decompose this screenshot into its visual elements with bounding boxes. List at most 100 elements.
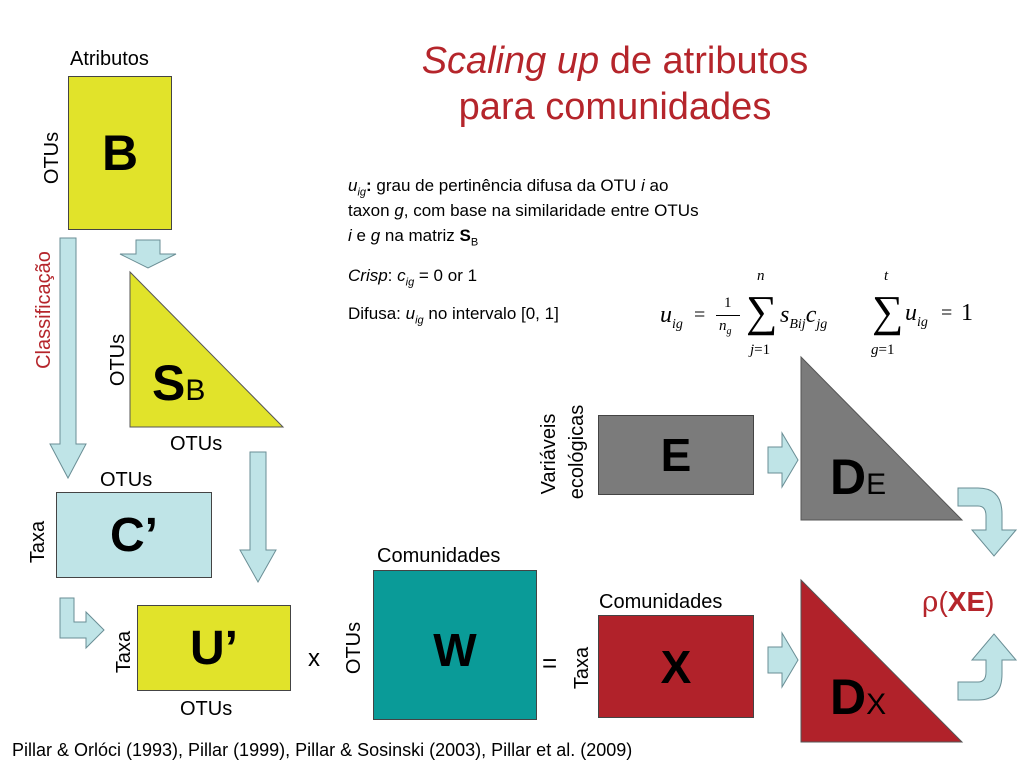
f2-sigma: ∑ [872, 287, 904, 336]
times-symbol: x [308, 645, 320, 672]
label-classificacao: Classificação [33, 251, 55, 369]
desc-colon: : [366, 176, 372, 195]
f2-upper: t [884, 268, 889, 284]
description-line2: taxon g, com base na similaridade entre … [348, 199, 699, 222]
f2-eq: = [941, 302, 953, 324]
label-e-variaveis: Variáveis [538, 413, 560, 495]
arrow-dx-to-rho [957, 633, 1018, 701]
footer-citation: Pillar & Orlóci (1993), Pillar (1999), P… [12, 740, 633, 760]
triangle-sb [129, 270, 285, 428]
f1-den-sub: g [726, 326, 732, 337]
desc-s-sub: B [470, 236, 479, 249]
f1-c: c [805, 302, 817, 328]
f1-u-sub: ig [672, 316, 683, 332]
label-w-otus: OTUs [343, 621, 365, 675]
f1-upper: n [757, 268, 765, 284]
matrix-u-symbol: U’ [190, 621, 238, 675]
dx-letter: D [830, 669, 867, 725]
f1-frac-den: ng [719, 318, 732, 337]
matrix-sb-symbol: SB [152, 354, 205, 412]
desc-line2-b: , com base na similaridade entre OTUs [403, 201, 699, 220]
desc-s: S [459, 226, 471, 245]
matrix-dx-symbol: DX [830, 668, 886, 726]
f1-frac-bar [716, 315, 740, 316]
f2-u: uig [905, 300, 928, 331]
label-u-taxa: Taxa [113, 630, 135, 674]
f1-s: s [780, 302, 790, 328]
arrow-b-to-sb [119, 239, 177, 269]
de-letter: D [830, 449, 867, 505]
equals-symbol: = [542, 648, 558, 678]
sb-subscript: B [185, 374, 206, 407]
f2-rhs: 1 [961, 300, 973, 326]
rho-xe: ρ(XE) [922, 585, 994, 618]
label-atributos: Atributos [70, 48, 149, 70]
f2-lower-eq: = [878, 342, 887, 358]
title-rest: de atributos [599, 40, 809, 82]
arrow-e-to-de [767, 431, 799, 489]
label-c-taxa: Taxa [27, 520, 49, 564]
matrix-e: E [598, 415, 754, 495]
desc-i2: i [348, 226, 352, 245]
f2-lower-g: g [871, 342, 879, 358]
f1-sigma: ∑ [746, 287, 778, 336]
f2-lower-1: 1 [886, 342, 895, 358]
f1-lhs: uig [660, 302, 683, 333]
label-c-otus: OTUs [100, 469, 153, 491]
desc-line1-end: ao [644, 176, 669, 195]
f1-lower-eq: = [754, 342, 763, 358]
f1-frac-num: 1 [724, 295, 732, 311]
rho-open: ( [938, 586, 948, 617]
f1-u: u [660, 302, 672, 328]
desc-difusa: Difusa: [348, 304, 406, 323]
matrix-e-symbol: E [660, 429, 692, 481]
f2-u-letter: u [905, 300, 917, 326]
matrix-b-symbol: B [101, 125, 139, 181]
dx-subscript: X [866, 688, 887, 721]
title-line2: para comunidades [458, 86, 772, 128]
label-e-ecologicas: ecológicas [566, 404, 588, 500]
desc-g1: g [394, 201, 404, 220]
arrow-x-to-dx [767, 631, 799, 689]
desc-crisp-colon: : [387, 266, 398, 285]
f1-den-n: n [719, 318, 727, 334]
f1-s-sub: Bij [789, 316, 806, 332]
desc-difusa-sub: ig [415, 314, 424, 327]
description-crisp: Crisp: cig = 0 or 1 [348, 264, 477, 294]
label-x-comunidades: Comunidades [599, 591, 723, 613]
label-sb-otus-side: OTUs [107, 333, 129, 387]
triangle-de [800, 355, 964, 521]
desc-line1-rest: grau de pertinência difusa da OTU [371, 176, 642, 195]
matrix-x-symbol: X [660, 640, 692, 693]
desc-crisp-sub: ig [405, 276, 415, 289]
description-difusa: Difusa: uig no intervalo [0, 1] [348, 302, 559, 332]
desc-u-sub: ig [357, 186, 367, 199]
matrix-x: X [598, 615, 754, 718]
desc-difusa-rest: no intervalo [0, 1] [423, 304, 559, 323]
rho-symbol: ρ [922, 585, 939, 618]
matrix-w-symbol: W [433, 624, 477, 676]
title-italic: Scaling up [421, 40, 600, 82]
arrow-de-to-rho [957, 487, 1018, 557]
sb-letter: S [152, 355, 186, 411]
desc-line3-a: e [351, 226, 371, 245]
de-subscript: E [866, 468, 887, 501]
triangle-dx [800, 578, 964, 743]
f2-u-sub: ig [917, 314, 928, 330]
desc-difusa-u: u [405, 304, 416, 323]
desc-crisp-rest: = 0 or 1 [414, 266, 478, 285]
label-w-comunidades: Comunidades [377, 545, 501, 567]
matrix-c: C’ [56, 492, 212, 578]
f2-lower: g=1 [871, 342, 894, 359]
arrow-classification [49, 237, 87, 480]
label-sb-otus-bottom: OTUs [170, 433, 223, 455]
desc-g2: g [370, 226, 381, 245]
matrix-de-symbol: DE [830, 448, 886, 506]
label-b-otus: OTUs [41, 131, 63, 185]
desc-i1: i [641, 176, 645, 195]
f1-lower-1: 1 [762, 342, 771, 358]
matrix-b: B [68, 76, 172, 230]
label-x-taxa: Taxa [571, 646, 593, 690]
f1-eq: = [694, 304, 706, 326]
